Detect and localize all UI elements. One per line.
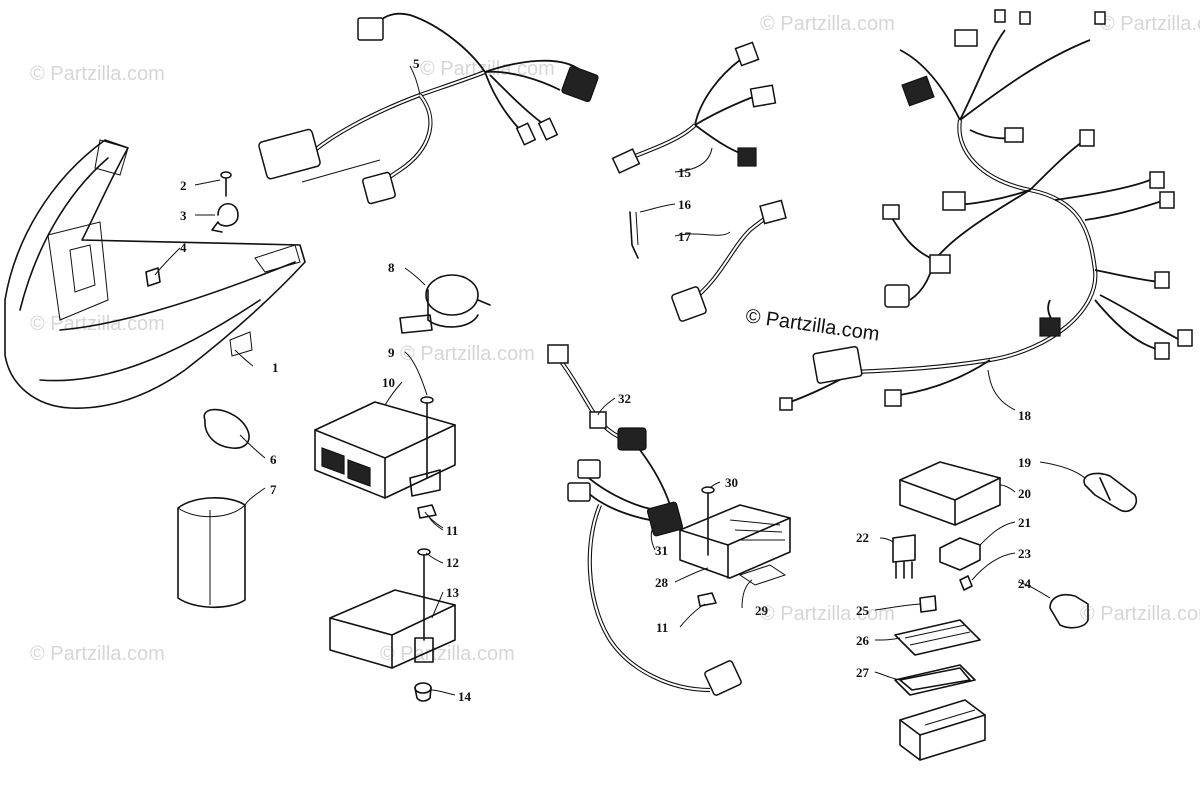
callout-labels: 1 2 3 4 5 6 7 8 9 10 11 12 13 14 15 16 1… xyxy=(180,56,1032,704)
relay-part-21 xyxy=(939,537,981,571)
bolt-part-12 xyxy=(417,548,431,641)
callout-32: 32 xyxy=(618,391,631,406)
callout-20: 20 xyxy=(1018,486,1031,501)
callout-14: 14 xyxy=(458,689,472,704)
callout-26: 26 xyxy=(856,633,870,648)
callout-8: 8 xyxy=(388,260,395,275)
watermark-text: © Partzilla.com xyxy=(380,643,515,665)
callout-5: 5 xyxy=(413,56,420,71)
callout-30: 30 xyxy=(725,475,738,490)
callout-11-second: 11 xyxy=(656,620,668,635)
ring-part-6 xyxy=(203,408,250,449)
fuse-part-23 xyxy=(959,575,973,591)
connector-part-19 xyxy=(1083,472,1138,513)
fuse-block-part-27-base xyxy=(899,699,986,761)
callout-12: 12 xyxy=(446,555,459,570)
ecu-part-10 xyxy=(314,401,456,519)
sleeve-part-7 xyxy=(177,497,246,609)
label-part-26 xyxy=(894,619,981,656)
callout-9: 9 xyxy=(388,345,395,360)
grommet-part-14 xyxy=(414,682,432,702)
callout-13: 13 xyxy=(446,585,460,600)
callout-7: 7 xyxy=(270,482,277,497)
callout-3: 3 xyxy=(180,208,187,223)
module-part-28 xyxy=(679,504,791,579)
headlight-housing xyxy=(4,139,306,409)
callout-17: 17 xyxy=(678,229,692,244)
watermark-text: © Partzilla.com xyxy=(1080,603,1200,625)
headlight-harness-part-5 xyxy=(258,12,599,205)
callout-4: 4 xyxy=(180,240,187,255)
callout-15: 15 xyxy=(678,165,692,180)
callout-31: 31 xyxy=(655,543,668,558)
callout-24: 24 xyxy=(1018,576,1032,591)
relay-part-22 xyxy=(892,534,916,579)
callout-29: 29 xyxy=(755,603,769,618)
cable-tie-part-16 xyxy=(629,211,639,259)
callout-27: 27 xyxy=(856,665,870,680)
callout-2: 2 xyxy=(180,178,187,193)
callout-28: 28 xyxy=(655,575,669,590)
callout-21: 21 xyxy=(1018,515,1031,530)
harness-part-31 xyxy=(567,449,742,696)
watermark-text: © Partzilla.com xyxy=(760,603,895,625)
callout-6: 6 xyxy=(270,452,277,467)
clip-part-4 xyxy=(145,267,161,287)
watermark-text: © Partzilla.com xyxy=(760,13,895,35)
watermark-text: © Partzilla.com xyxy=(1100,13,1200,35)
main-harness-part-18 xyxy=(779,9,1193,411)
harness-part-15 xyxy=(611,41,777,174)
watermark-text: © Partzilla.com xyxy=(30,643,165,665)
callout-18: 18 xyxy=(1018,408,1032,423)
bolt-part-30 xyxy=(701,486,715,556)
bolt-part-9 xyxy=(420,396,434,479)
callout-25: 25 xyxy=(856,603,870,618)
pad-part-29 xyxy=(738,564,787,586)
seal-part-27 xyxy=(894,664,976,696)
callout-1: 1 xyxy=(272,360,279,375)
harness-part-17 xyxy=(671,199,787,322)
screw-part-2 xyxy=(220,171,232,197)
callout-16: 16 xyxy=(678,197,692,212)
callout-19: 19 xyxy=(1018,455,1032,470)
clamp-part-3 xyxy=(211,202,239,233)
module-part-13 xyxy=(329,589,456,669)
callout-10: 10 xyxy=(382,375,395,390)
fuse-box-cover-part-20 xyxy=(899,461,1001,526)
flasher-part-8 xyxy=(399,274,491,334)
nut-part-11b xyxy=(697,592,717,607)
callout-11: 11 xyxy=(446,523,458,538)
watermark-text: © Partzilla.com xyxy=(400,343,535,365)
fuse-part-25 xyxy=(919,595,937,613)
watermark-text: © Partzilla.com xyxy=(30,63,165,85)
callout-23: 23 xyxy=(1018,546,1032,561)
watermark-center-text: © Partzilla.com xyxy=(744,305,881,346)
sensor-part-24 xyxy=(1049,593,1089,629)
callout-22: 22 xyxy=(856,530,869,545)
leader-lines xyxy=(154,65,1086,696)
watermark-layer: © Partzilla.com © Partzilla.com © Partzi… xyxy=(30,13,1200,665)
harness-part-32 xyxy=(547,344,647,451)
